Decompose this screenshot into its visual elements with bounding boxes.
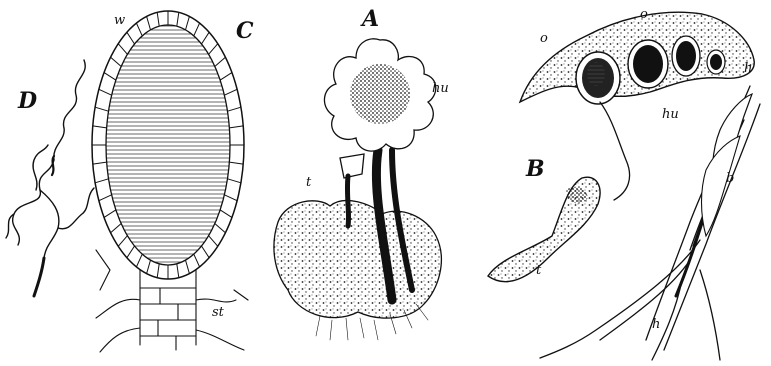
- figure-b-section: [488, 12, 760, 360]
- figure-b-label-t: t: [536, 263, 542, 278]
- figure-b-label-o-2: o: [640, 7, 648, 22]
- figure-b-label-h-top: h: [744, 61, 752, 76]
- figure-c-label-st: st: [212, 305, 225, 320]
- figure-a-label-hu: hu: [432, 81, 449, 96]
- figure-c-sporangium: [92, 11, 248, 352]
- figure-c-label-w: w: [114, 13, 125, 28]
- figure-a-letter: A: [360, 6, 379, 32]
- figure-b-label-h-bottom: h: [652, 317, 660, 332]
- figure-b-label-hu: hu: [662, 107, 679, 122]
- figure-a-plant: [274, 39, 441, 340]
- figure-b-label-o-1: o: [540, 31, 548, 46]
- figure-a-label-t: t: [306, 175, 312, 190]
- figure-b-label-b: b: [726, 171, 734, 186]
- figure-c-letter: C: [236, 18, 254, 44]
- figure-a-receptacle: [324, 39, 435, 151]
- figure-b-letter: B: [525, 156, 545, 182]
- figure-d-letter: D: [17, 88, 37, 114]
